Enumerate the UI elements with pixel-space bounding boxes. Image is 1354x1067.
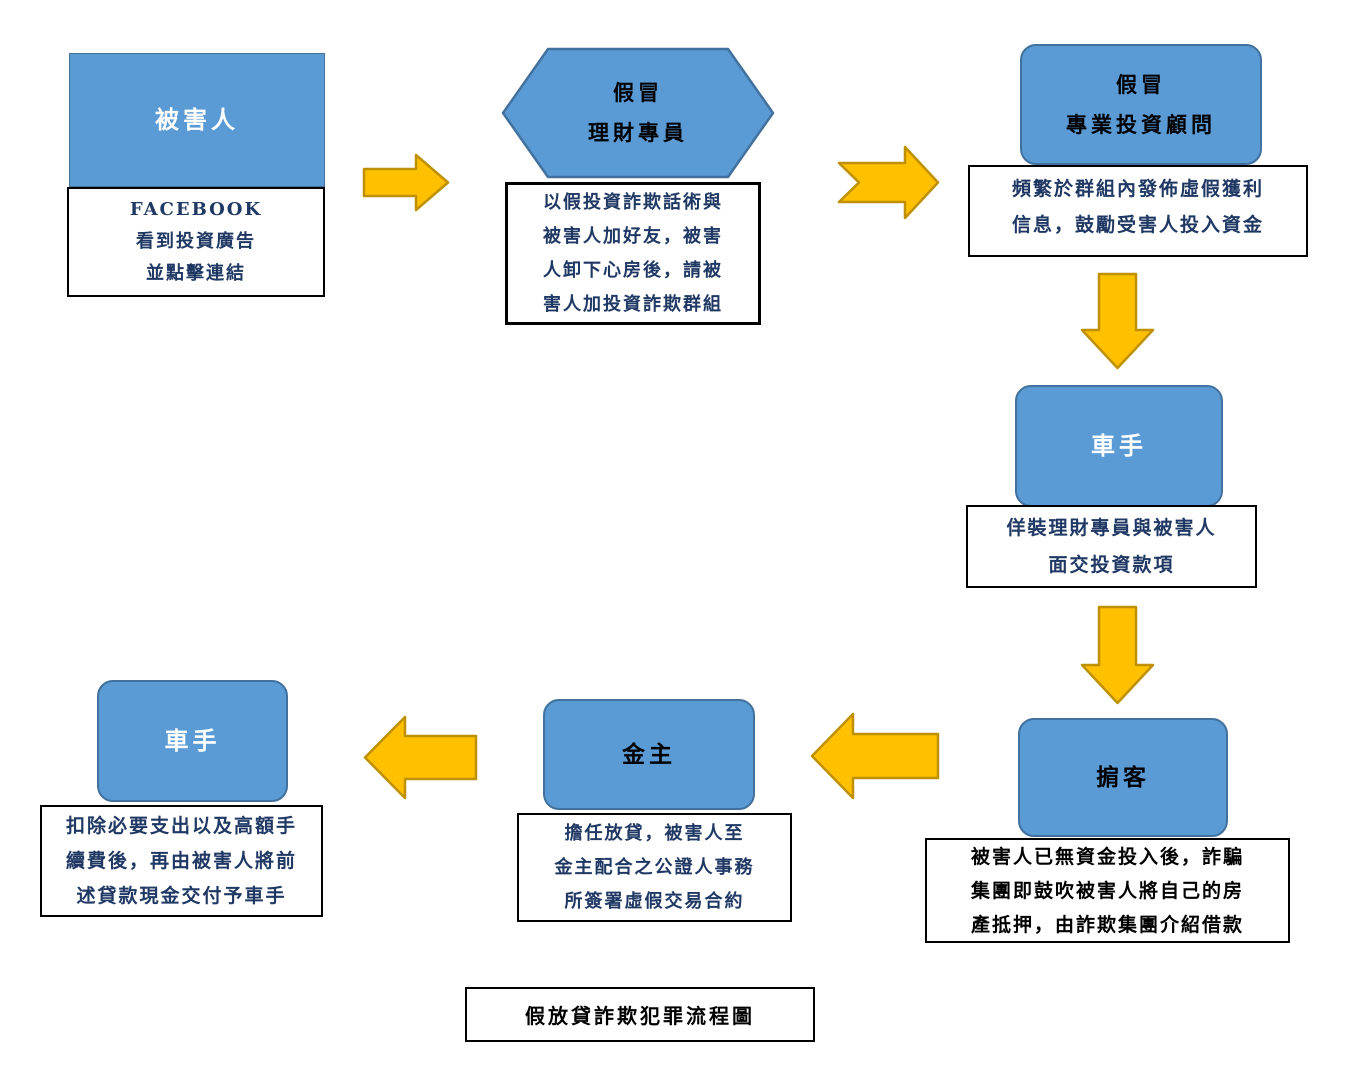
node-victim-label: 被害人	[155, 105, 239, 135]
money-mule-top-description-text: 佯裝理財專員與被害人 面交投資款項	[1006, 516, 1217, 576]
money-mule-top-description-box: 佯裝理財專員與被害人 面交投資款項	[966, 505, 1257, 588]
victim-description-text: FACEBOOK 看到投資廣告 並點擊連結	[129, 199, 263, 284]
node-financier: 金主	[543, 699, 755, 810]
node-fake-financial-specialist: 假冒 理財專員	[500, 46, 776, 180]
diagram-title-text: 假放貸詐欺犯罪流程圖	[525, 1004, 755, 1028]
hexagon-shape	[501, 47, 775, 179]
arrow-left-icon	[363, 715, 478, 800]
arrow-down-icon	[1080, 272, 1155, 370]
notched-arrow-right-icon	[837, 145, 940, 220]
fake-financial-specialist-description-text: 以假投資詐欺話術與 被害人加好友，被害 人卸下心房後，請被 害人加投資詐欺群組	[543, 191, 723, 315]
broker-description-box: 被害人已無資金投入後，詐騙 集團即鼓吹被害人將自己的房 產抵押，由詐欺集團介紹借…	[925, 838, 1290, 943]
arrow-left-icon	[810, 712, 940, 800]
victim-description-box: FACEBOOK 看到投資廣告 並點擊連結	[67, 187, 325, 297]
node-money-mule-top: 車手	[1015, 385, 1223, 507]
fake-investment-advisor-description-box: 頻繁於群組內發佈虛假獲利 信息，鼓勵受害人投入資金	[968, 165, 1308, 257]
node-financier-label: 金主	[622, 740, 676, 768]
node-victim: 被害人	[69, 53, 325, 187]
money-mule-bottom-description-box: 扣除必要支出以及高額手 續費後，再由被害人將前 述貸款現金交付予車手	[40, 805, 323, 917]
financier-description-box: 擔任放貸，被害人至 金主配合之公證人事務 所簽署虛假交易合約	[517, 813, 792, 922]
node-money-mule-top-label: 車手	[1091, 431, 1147, 461]
arrow-down-icon	[1080, 605, 1155, 705]
diagram-title-box: 假放貸詐欺犯罪流程圖	[465, 987, 815, 1042]
broker-description-text: 被害人已無資金投入後，詐騙 集團即鼓吹被害人將自己的房 產抵押，由詐欺集團介紹借…	[970, 845, 1244, 936]
node-broker: 掮客	[1018, 718, 1228, 837]
fake-investment-advisor-description-text: 頻繁於群組內發佈虛假獲利 信息，鼓勵受害人投入資金	[1011, 178, 1264, 236]
node-broker-label: 掮客	[1096, 763, 1150, 791]
money-mule-bottom-description-text: 扣除必要支出以及高額手 續費後，再由被害人將前 述貸款現金交付予車手	[65, 814, 297, 907]
node-money-mule-bottom-label: 車手	[164, 726, 221, 756]
arrow-right-icon	[362, 153, 450, 212]
node-fake-financial-specialist-label: 假冒 理財專員	[588, 80, 688, 145]
node-money-mule-bottom: 車手	[97, 680, 288, 802]
node-fake-investment-advisor: 假冒 專業投資顧問	[1020, 44, 1262, 165]
node-fake-investment-advisor-label: 假冒 專業投資顧問	[1066, 71, 1216, 137]
fake-financial-specialist-description-box: 以假投資詐欺話術與 被害人加好友，被害 人卸下心房後，請被 害人加投資詐欺群組	[505, 182, 761, 325]
financier-description-text: 擔任放貸，被害人至 金主配合之公證人事務 所簽署虛假交易合約	[554, 822, 755, 912]
